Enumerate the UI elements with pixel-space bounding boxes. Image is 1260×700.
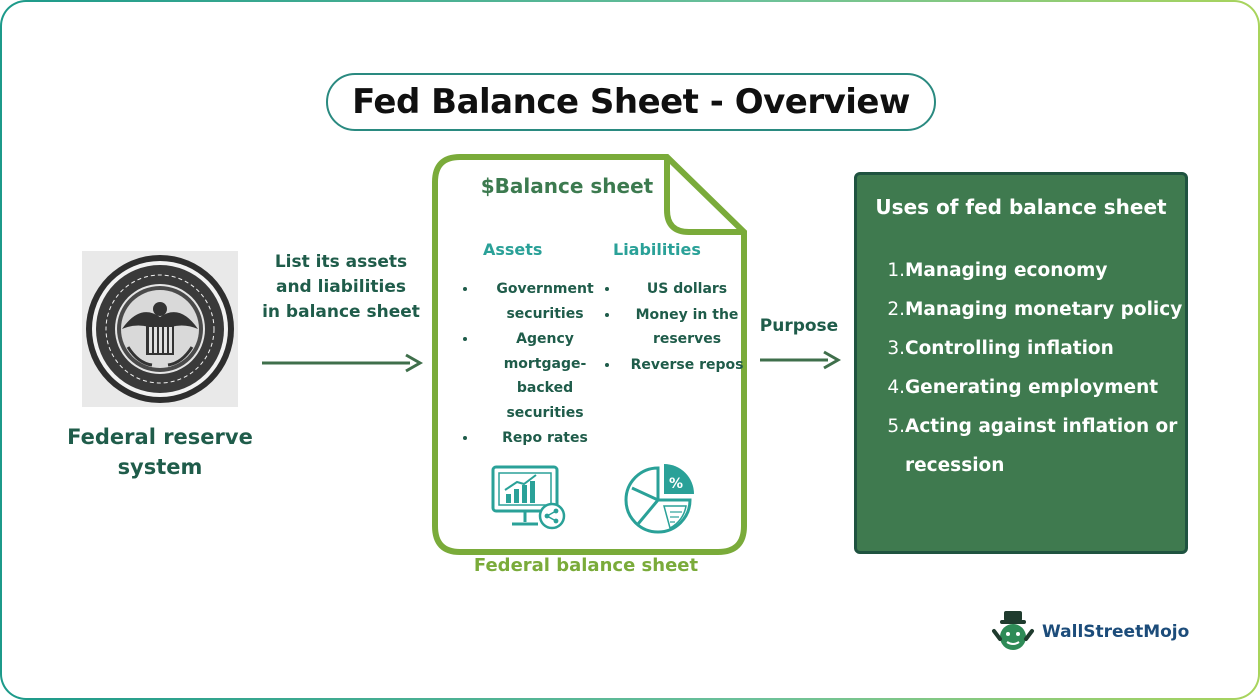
list-item: Agency mortgage-backed securities [478, 327, 608, 425]
wallstreetmojo-mascot-logo-icon [992, 611, 1034, 650]
list-item: 1.Managing economy [881, 251, 1187, 290]
list-item: Money in the reserves [620, 303, 750, 352]
list-item: 5.Acting against inflation or recession [881, 407, 1187, 485]
list-number: 1. [887, 260, 905, 281]
assets-list: Government securities Agency mortgage-ba… [456, 277, 608, 452]
list-number: 2. [887, 299, 905, 320]
list-text: Managing monetary policy [905, 299, 1183, 320]
assets-heading: Assets [483, 240, 543, 259]
brand-name: WallStreetMojo [1042, 622, 1190, 642]
page-title: Fed Balance Sheet - Overview [326, 73, 936, 131]
brand-logo: WallStreetMojo [990, 608, 1220, 656]
monitor-chart-share-icon [491, 465, 566, 530]
federal-reserve-seal-icon [82, 251, 238, 407]
list-item: Reverse repos [620, 353, 750, 378]
list-item: 4.Generating employment [881, 368, 1187, 407]
pie-chart-percent-icon: % [624, 464, 694, 534]
purpose-label: Purpose [759, 316, 839, 336]
svg-text:%: % [669, 476, 683, 492]
list-number: 4. [887, 377, 905, 398]
list-text: Acting against inflation or recession [905, 416, 1178, 476]
liabilities-heading: Liabilities [613, 240, 701, 259]
list-assets-edge-label: List its assets and liabilities in balan… [258, 250, 424, 325]
list-text: Generating employment [905, 377, 1159, 398]
arrow-to-uses-icon [760, 350, 842, 370]
list-item: Repo rates [478, 426, 608, 451]
list-item: US dollars [620, 277, 750, 302]
uses-title: Uses of fed balance sheet [875, 195, 1167, 219]
list-number: 3. [887, 338, 905, 359]
federal-balance-sheet-caption: Federal balance sheet [473, 555, 699, 576]
uses-panel: Uses of fed balance sheet 1.Managing eco… [854, 172, 1188, 554]
list-number: 5. [887, 416, 905, 437]
list-text: Controlling inflation [905, 338, 1114, 359]
federal-reserve-label: Federal reserve system [67, 425, 253, 479]
list-item: 2.Managing monetary policy [881, 290, 1187, 329]
balance-sheet-title: $Balance sheet [480, 174, 654, 198]
edge-label-line: in balance sheet [262, 302, 420, 322]
list-item: 3.Controlling inflation [881, 329, 1187, 368]
arrow-to-balance-sheet-icon [262, 353, 424, 373]
liabilities-list: US dollars Money in the reserves Reverse… [598, 277, 750, 378]
list-text: Managing economy [905, 260, 1108, 281]
uses-list: 1.Managing economy 2.Managing monetary p… [881, 251, 1187, 485]
edge-label-line: and liabilities [275, 277, 407, 297]
list-item: Government securities [478, 277, 608, 326]
edge-label-line: List its assets [274, 252, 408, 272]
balance-sheet-document-icon [432, 154, 747, 555]
